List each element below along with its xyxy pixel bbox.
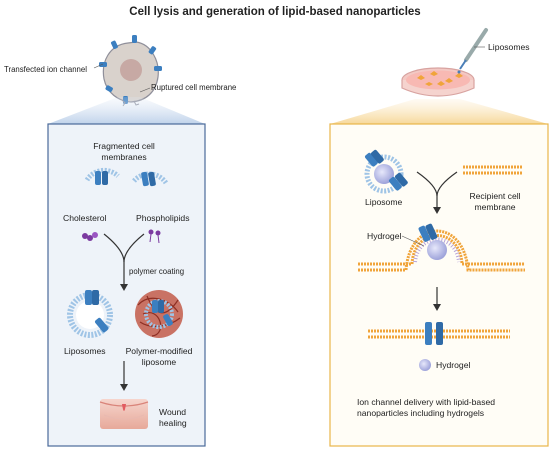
zoom-beam-right <box>330 99 548 124</box>
zoom-beam-left <box>48 97 205 124</box>
ion-channel-pointer <box>93 63 104 69</box>
hydrogel-label-top: Hydrogel <box>367 231 402 241</box>
polymer-coating-label: polymer coating <box>129 267 185 276</box>
recipient-label-line1: Recipient cell <box>469 191 521 201</box>
merge-arrow-right <box>416 171 458 214</box>
hydrogel-legend-label: Hydrogel <box>436 360 471 370</box>
recipient-membrane-icon <box>463 165 522 175</box>
cholesterol-label: Cholesterol <box>63 213 107 223</box>
down-arrow-wound <box>120 361 128 391</box>
liposomes-label-left: Liposomes <box>64 346 106 356</box>
wound-label-line2: healing <box>159 418 187 428</box>
recipient-label-line2: membrane <box>474 202 516 212</box>
fusing-membrane-icon <box>358 223 525 272</box>
phospholipid-icon <box>148 229 161 244</box>
ruptured-membrane-label: Ruptured cell membrane <box>151 83 237 92</box>
liposomes-label-right: Liposomes <box>488 42 530 52</box>
wound-label-line1: Wound <box>159 407 187 417</box>
liposome-label: Liposome <box>365 197 403 207</box>
figure-title: Cell lysis and generation of lipid-based… <box>129 6 421 18</box>
liposome-icon <box>67 290 113 338</box>
hydrogel-legend-icon <box>419 359 431 371</box>
merge-arrow-left <box>103 233 145 291</box>
pipette-icon <box>457 28 488 74</box>
final-membrane-icon <box>368 322 510 345</box>
ion-channel-label: Transfected ion channel <box>4 65 87 74</box>
membrane-fragment-left-icon <box>84 167 120 185</box>
caption-line2: nanoparticles including hydrogels <box>357 408 485 418</box>
cholesterol-icon <box>82 232 98 241</box>
right-liposome-icon <box>364 149 408 194</box>
wound-tissue-icon <box>99 399 149 429</box>
fragmented-label-line1: Fragmented cell <box>93 141 155 151</box>
phospholipids-label: Phospholipids <box>136 213 190 223</box>
polymer-modified-label-line2: liposome <box>141 357 177 367</box>
polymer-liposome-icon <box>135 290 183 338</box>
polymer-modified-label-line1: Polymer-modified <box>125 346 193 356</box>
petri-dish-icon <box>401 67 475 97</box>
membrane-fragment-right-icon <box>132 171 169 187</box>
ruptured-pointer <box>139 87 151 93</box>
down-arrow-right <box>433 287 441 311</box>
hydrogel-pointer <box>401 235 425 247</box>
caption-line1: Ion channel delivery with lipid-based <box>357 397 496 407</box>
ruptured-cell-icon <box>99 35 162 107</box>
fragmented-label-line2: membranes <box>101 152 147 162</box>
